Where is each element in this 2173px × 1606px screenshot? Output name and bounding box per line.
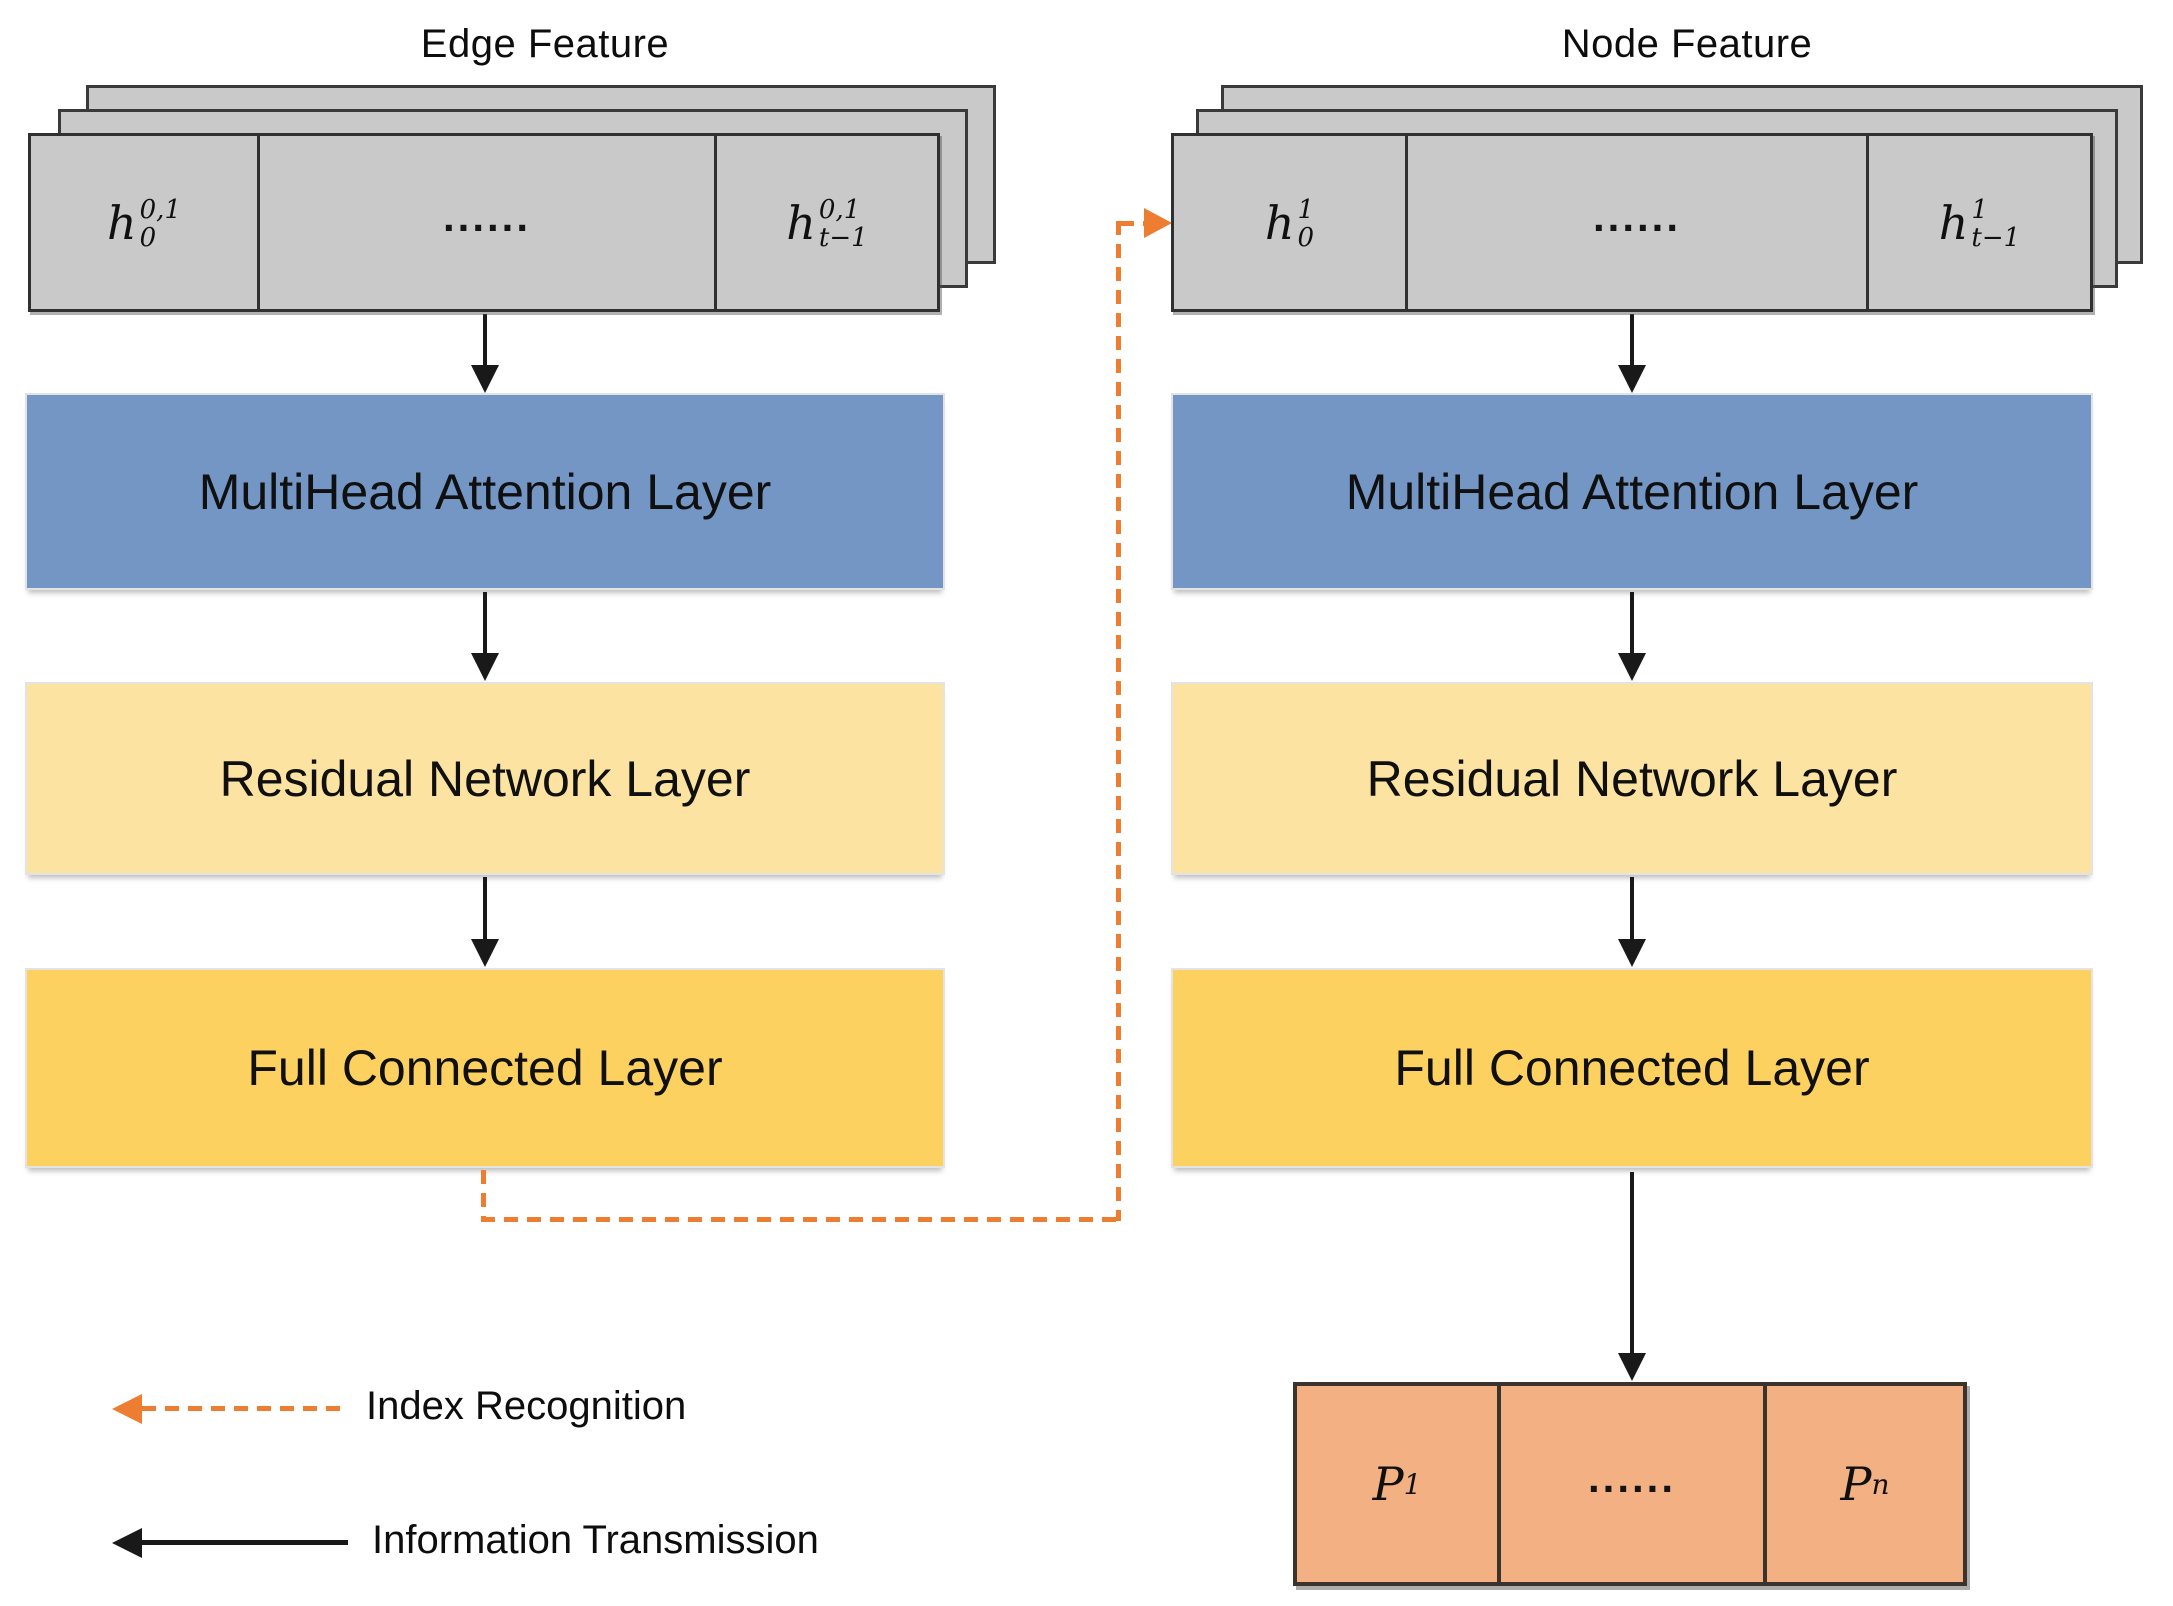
edge-fc-layer-label: Full Connected Layer bbox=[247, 1040, 723, 1096]
subscript: n bbox=[1871, 1467, 1890, 1501]
node-residual-layer-box: Residual Network Layer bbox=[1171, 682, 2093, 875]
node-attention-layer-box: MultiHead Attention Layer bbox=[1171, 393, 2093, 590]
ellipsis: ...... bbox=[1592, 192, 1681, 240]
index-recognition-path-up bbox=[1116, 221, 1121, 1221]
ellipsis: ...... bbox=[442, 192, 531, 240]
edge-arrow-residual-to-fc bbox=[483, 877, 487, 940]
legend-index-recognition-line bbox=[142, 1406, 348, 1411]
node-array-cell-dots: ...... bbox=[1405, 136, 1866, 309]
index-recognition-arrowhead bbox=[1144, 208, 1172, 238]
node-arrow-attention-to-residual bbox=[1630, 592, 1634, 654]
node-arrow-fc-to-output bbox=[1630, 1172, 1634, 1354]
edge-array-cell-dots: ...... bbox=[257, 136, 714, 309]
superscript: 1 bbox=[1297, 195, 1315, 226]
node-attention-layer-label: MultiHead Attention Layer bbox=[1345, 463, 1919, 520]
edge-attention-layer-box: MultiHead Attention Layer bbox=[25, 393, 945, 590]
legend-index-recognition-arrowhead bbox=[112, 1394, 142, 1424]
legend-information-transmission-arrowhead bbox=[112, 1528, 142, 1558]
node-fc-layer-label: Full Connected Layer bbox=[1394, 1040, 1870, 1096]
node-arrow-array-to-attention bbox=[1630, 314, 1634, 366]
edge-feature-title: Edge Feature bbox=[420, 22, 670, 66]
edge-residual-layer-label: Residual Network Layer bbox=[219, 750, 751, 807]
node-feature-title: Node Feature bbox=[1561, 22, 1813, 66]
superscript: 0,1 bbox=[139, 195, 181, 226]
subscript: 0 bbox=[1297, 222, 1315, 253]
edge-arrow-array-to-attention bbox=[483, 314, 487, 366]
legend-information-transmission-label: Information Transmission bbox=[372, 1518, 819, 1562]
output-cell-dots: ...... bbox=[1497, 1386, 1763, 1582]
legend-information-transmission-line bbox=[142, 1540, 348, 1545]
node-fc-layer-box: Full Connected Layer bbox=[1171, 968, 2093, 1168]
superscript: 0,1 bbox=[818, 195, 861, 226]
edge-fc-layer-box: Full Connected Layer bbox=[25, 968, 945, 1168]
subscript: 0 bbox=[139, 222, 157, 253]
ellipsis: ...... bbox=[1587, 1454, 1676, 1501]
subscript: t−1 bbox=[1971, 222, 2021, 253]
edge-attention-layer-label: MultiHead Attention Layer bbox=[198, 463, 772, 520]
subscript: 1 bbox=[1403, 1467, 1422, 1501]
edge-residual-layer-box: Residual Network Layer bbox=[25, 682, 945, 875]
node-arrow-residual-to-fc bbox=[1630, 877, 1634, 940]
index-recognition-path-down bbox=[481, 1170, 486, 1220]
index-recognition-path-across bbox=[481, 1217, 1121, 1222]
edge-arrow-attention-to-residual bbox=[483, 592, 487, 654]
legend-index-recognition-label: Index Recognition bbox=[366, 1384, 687, 1428]
subscript: t−1 bbox=[818, 222, 868, 253]
node-residual-layer-label: Residual Network Layer bbox=[1366, 750, 1898, 807]
superscript: 1 bbox=[1971, 195, 1988, 226]
index-recognition-path-to-node bbox=[1120, 221, 1148, 226]
